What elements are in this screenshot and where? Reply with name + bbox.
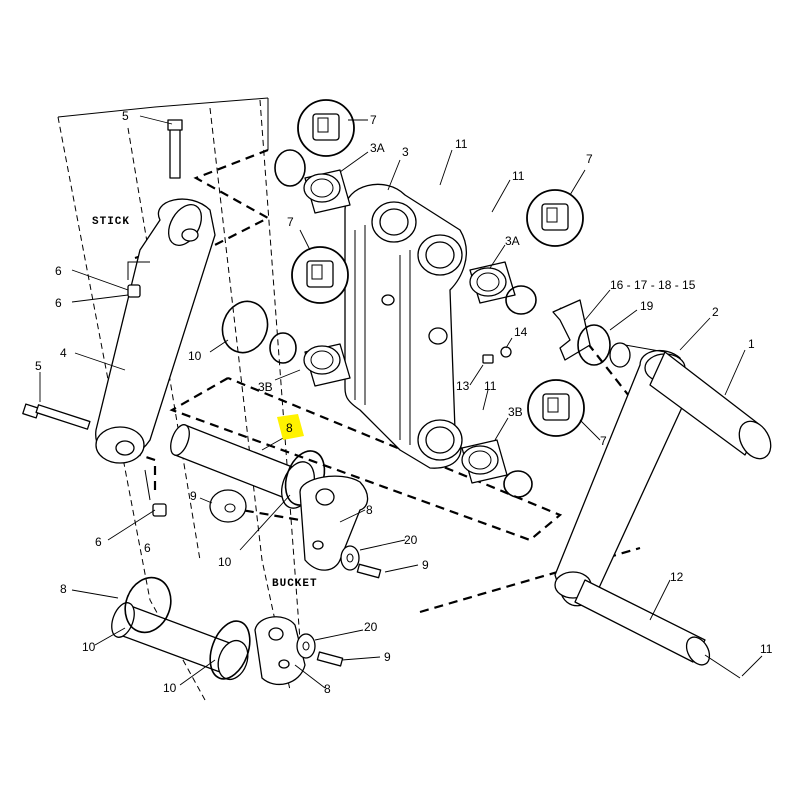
callout-10: 10 [218,555,232,569]
pin-part-1 [609,342,772,460]
callout-3A: 3A [505,234,520,248]
callout-3B: 3B [258,380,273,394]
callout-7: 7 [287,215,294,229]
o-ring-part-7-c [269,332,297,364]
bucket-label: BUCKET [272,578,318,590]
callout-3B: 3B [508,405,523,419]
pin-part-12 [574,579,741,679]
callout-6: 6 [95,535,102,549]
callout-5: 5 [35,359,42,373]
callout-6: 6 [144,541,151,555]
callout-10: 10 [163,681,177,695]
callout-9: 9 [190,489,197,503]
o-ring-part-7-d [503,470,533,498]
callout-14: 14 [514,325,528,339]
callout-3A: 3A [370,141,385,155]
pin-part-8-lower [111,576,251,681]
seal-detail-7-lower [527,379,585,437]
callout-numbers: 5 7 3A 3 11 11 7 7 3A 6 6 16 - 17 - 18 -… [35,109,773,696]
bolt-part-5-left [22,403,91,430]
stick-structure [57,97,301,701]
washer-part-20-upper [340,545,360,571]
callout-11: 11 [760,642,773,656]
o-ring-part-10-upper [221,300,269,354]
bushing-part-3B-left [303,343,351,387]
callout-11: 11 [512,169,525,183]
callout-19: 19 [640,299,654,313]
callout-16-17-18-15: 16 - 17 - 18 - 15 [610,278,696,292]
callout-6: 6 [55,264,62,278]
callout-8: 8 [324,682,331,696]
seal-detail-7-mid [291,246,349,304]
seal-detail-7-right [526,189,584,247]
callout-12: 12 [670,570,684,584]
plate-part-16 [552,299,591,361]
bushing-part-3A-right [469,261,516,304]
bucket-bracket-part-8-upper [299,475,369,571]
highlight-marker [277,414,304,440]
callout-10: 10 [188,349,202,363]
link-part-3 [344,183,467,469]
bolt-part-9-upper [356,563,382,579]
callout-11: 11 [484,379,497,393]
o-ring-part-19 [577,324,611,366]
seal-detail-7-top [297,99,355,157]
washer-part-9-left [209,489,247,523]
washer-part-20-lower [296,633,316,659]
callout-5: 5 [122,109,129,123]
callout-3: 3 [402,145,409,159]
nut-part-6-lower [144,469,167,517]
bucket-bracket-part-8-lower [254,616,306,686]
bolt-part-13 [482,354,494,364]
o-ring-part-7-b [505,285,537,315]
callout-20: 20 [364,620,378,634]
bushing-part-3A-top [303,169,351,214]
bolt-part-5-top [167,119,183,179]
callout-10: 10 [82,640,96,654]
bushing-part-3B-right [461,439,508,484]
nut-part-6-upper [127,261,150,298]
callout-20: 20 [404,533,418,547]
callout-8: 8 [60,582,67,596]
bolt-part-9-lower [316,651,344,667]
callout-9: 9 [384,650,391,664]
stick-link-part-4 [95,198,216,464]
leader-lines [39,115,763,689]
callout-13: 13 [456,379,470,393]
callout-1: 1 [748,337,755,351]
callout-4: 4 [60,346,67,360]
callout-7: 7 [600,434,607,448]
callout-8-highlighted: 8 [286,421,293,435]
callout-2: 2 [712,305,719,319]
callout-7: 7 [370,113,377,127]
fitting-part-14 [500,346,512,358]
stick-label: STICK [92,216,130,228]
o-ring-part-7-a [274,149,306,187]
callout-7: 7 [586,152,593,166]
callout-9: 9 [422,558,429,572]
callout-6: 6 [55,296,62,310]
callout-8: 8 [366,503,373,517]
callout-11: 11 [455,137,468,151]
